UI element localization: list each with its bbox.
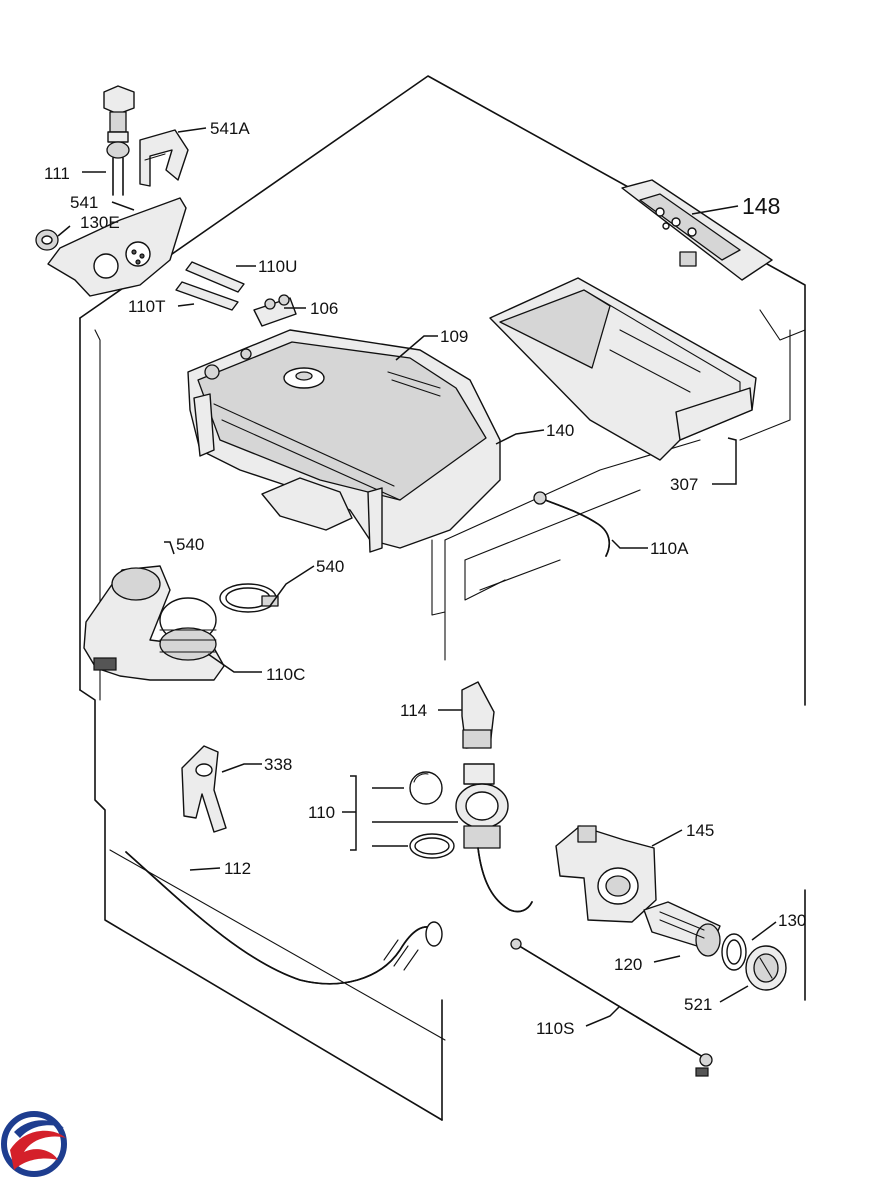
grommet-130e <box>35 229 59 251</box>
leader-lines <box>57 127 777 1027</box>
label-110t: 110T <box>128 297 166 316</box>
hose-110a <box>533 491 611 557</box>
label-120: 120 <box>614 955 642 974</box>
drawer-panel-148 <box>621 179 773 281</box>
filter-cap-521 <box>745 945 787 991</box>
rod-110s <box>510 938 713 1077</box>
ball-and-ring-110 <box>409 771 455 859</box>
label-541a: 541A <box>210 119 250 138</box>
label-541: 541 <box>70 193 98 212</box>
label-110s: 110S <box>536 1019 574 1038</box>
bellows-110c <box>83 565 225 681</box>
label-110u: 110U <box>258 257 297 276</box>
label-130e: 130E <box>80 213 120 232</box>
drain-hose-112 <box>125 851 443 985</box>
detergent-drawer <box>489 277 757 461</box>
label-111: 111 <box>44 164 70 183</box>
label-110c: 110C <box>266 665 305 684</box>
hoses-110u-110t <box>175 261 245 311</box>
label-540-bellows: 540 <box>176 535 204 554</box>
label-114: 114 <box>400 701 427 720</box>
label-521: 521 <box>684 995 712 1014</box>
logo-swoosh-blue <box>14 1120 64 1138</box>
label-145: 145 <box>686 821 714 840</box>
label-148: 148 <box>742 193 780 219</box>
valve-bracket-541 <box>47 197 187 297</box>
label-110: 110 <box>308 803 335 822</box>
label-130: 130 <box>778 911 806 930</box>
filter-120 <box>643 901 721 957</box>
label-338: 338 <box>264 755 292 774</box>
cabinet-outline <box>79 75 806 1121</box>
o-ring-130 <box>721 933 747 971</box>
label-110a: 110A <box>650 539 689 558</box>
clamp-540 <box>219 583 279 613</box>
inlet-hose-connector <box>103 85 135 196</box>
brand-logo <box>1 1111 67 1177</box>
part-labels: 111 541A 541 130E 110U 110T 106 109 148 … <box>44 119 806 1038</box>
logo-swoosh-red <box>10 1130 66 1170</box>
label-307: 307 <box>670 475 698 494</box>
label-540-clamp: 540 <box>316 557 344 576</box>
label-106: 106 <box>310 299 338 318</box>
label-140: 140 <box>546 421 574 440</box>
pump-housing-145 <box>555 825 657 923</box>
clip-541a <box>139 129 189 187</box>
pump-intake-114 <box>455 681 533 913</box>
label-112: 112 <box>224 859 251 878</box>
label-109: 109 <box>440 327 468 346</box>
dispenser-housing <box>187 329 501 553</box>
logo-ring-blue <box>1 1111 67 1177</box>
connector-106 <box>253 294 297 327</box>
hose-clip-338 <box>181 745 227 833</box>
